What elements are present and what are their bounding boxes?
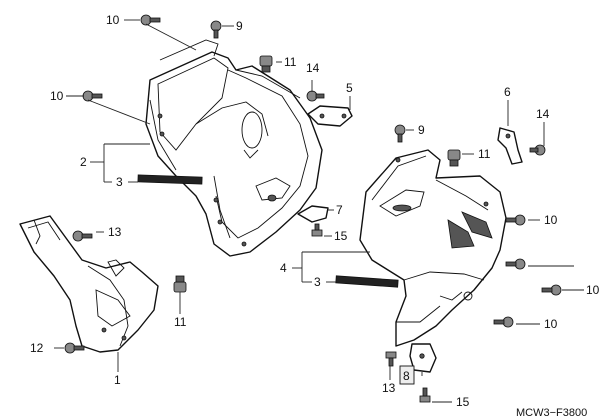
callout-10: 10 [544,317,558,331]
bolt-10-top-left [140,14,161,26]
callout-10: 10 [544,213,558,227]
callout-labels: 10 9 11 14 5 10 2 3 9 11 6 14 10 10 10 7… [30,13,600,409]
callout-3: 3 [314,275,321,289]
part-6-stay [497,127,523,165]
callout-10: 10 [586,283,600,297]
callout-3: 3 [116,175,123,189]
bolt-10-right-3 [541,284,562,296]
bolt-10-right-2 [505,258,526,270]
callout-10: 10 [50,89,64,103]
callout-13: 13 [108,225,122,239]
bolt-9-mid [394,124,406,143]
bolt-9-top [210,20,222,39]
callout-1: 1 [114,373,121,387]
bolt-10-right-4 [493,316,514,328]
nut-11-lower [173,275,187,293]
part-7-stay [297,205,329,223]
callout-15: 15 [334,229,348,243]
callout-10: 10 [106,13,120,27]
bolt-10-right-1 [505,214,526,226]
nut-11-top [259,55,273,73]
part-2-inner-cowl [145,39,323,257]
leader-lines [54,19,584,403]
callout-5: 5 [346,81,353,95]
callout-11: 11 [174,315,187,329]
bolt-10-left [82,90,103,102]
callout-8: 8 [403,369,410,383]
part-8-stay [409,343,437,373]
callout-13: 13 [382,381,396,395]
callout-7: 7 [336,203,343,217]
callout-14: 14 [536,107,550,121]
callout-9: 9 [418,123,425,137]
callout-11: 11 [284,55,297,69]
callout-15: 15 [456,395,470,409]
callout-4: 4 [280,261,287,275]
bolt-15-lower [419,387,431,403]
callout-6: 6 [504,85,511,99]
callout-12: 12 [30,341,44,355]
bolt-13-lower [385,351,397,367]
bolt-14-top [306,90,325,102]
bolt-13-left [72,230,93,242]
callout-9: 9 [236,19,243,33]
callout-11: 11 [478,147,491,161]
callout-14: 14 [306,61,320,75]
bolt-14-right [529,144,546,156]
bolt-15-mid [311,223,323,237]
part-3a-foam-strip [137,174,203,185]
diagram-code: MCW3−F3800 [516,407,587,419]
nut-11-mid [447,149,461,167]
bolt-12 [64,342,85,354]
part-5-stay [307,105,353,127]
callout-8-box [399,365,415,385]
part-4-side-cowl [359,149,507,347]
callout-2: 2 [80,155,87,169]
part-3b-foam-strip [335,275,399,288]
